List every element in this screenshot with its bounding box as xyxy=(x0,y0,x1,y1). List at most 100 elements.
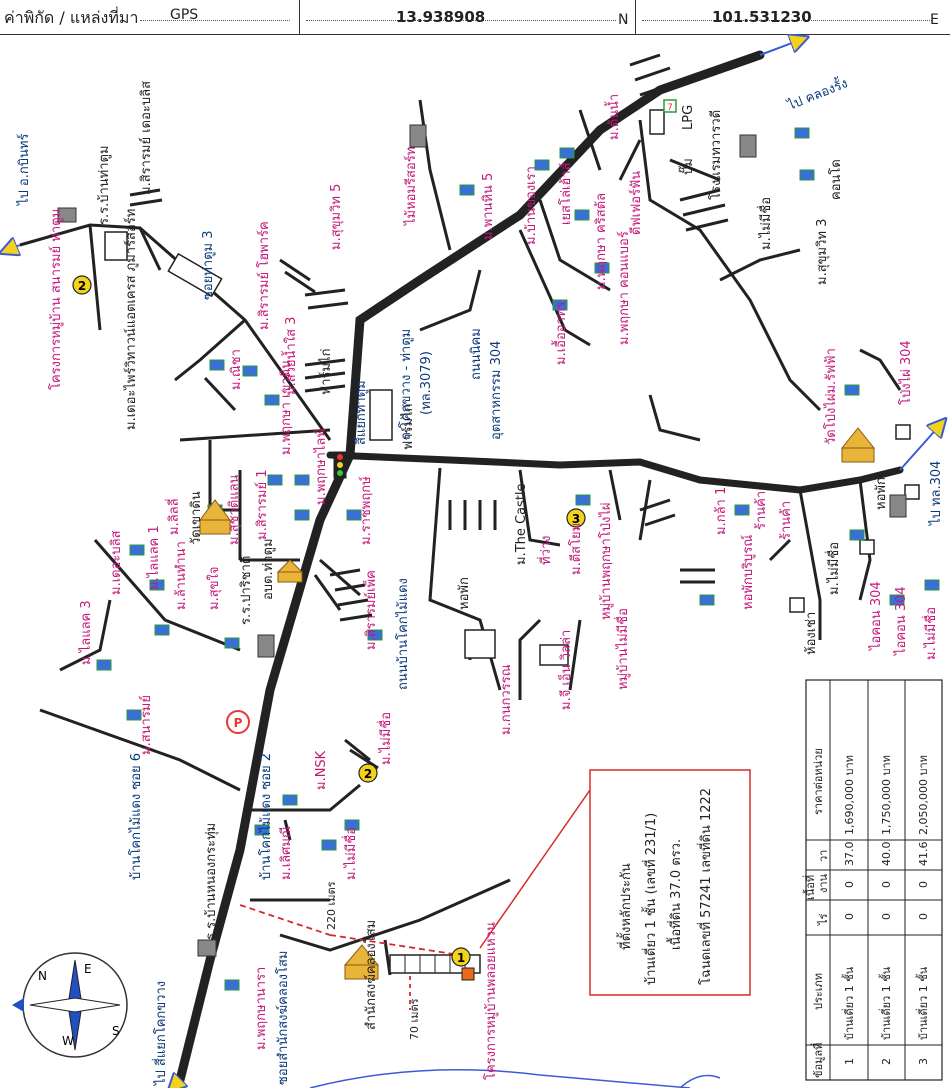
seven-eleven-icon: 7 xyxy=(663,99,677,113)
label: (ทล.3079) xyxy=(419,351,434,415)
table-header-no: ข้อมูลที่ xyxy=(810,1043,825,1078)
house-icon xyxy=(799,169,815,181)
label: หมู่บ้านไม่มีชื่อ xyxy=(614,608,631,690)
table-header-wa: วา xyxy=(817,850,830,862)
latitude-value: 13.938908 xyxy=(396,8,486,26)
label: ถนนนิคม xyxy=(469,328,484,380)
coord-source-cell: ค่าพิกัด / แหล่งที่มา GPS xyxy=(0,0,300,34)
longitude-suffix: E xyxy=(930,12,939,28)
house-icon xyxy=(321,839,337,851)
label: ม.ล้านทำนา xyxy=(174,541,189,610)
house-icon xyxy=(126,709,142,721)
label: ร.ร.บ้านหนองกระทุ่ม xyxy=(204,823,219,940)
label: ไอคอน 304 xyxy=(893,586,909,656)
house-icon xyxy=(264,394,280,406)
temple-icon xyxy=(199,499,231,535)
marker-2a xyxy=(72,275,92,295)
label: บ้านโคกไม้แดง ซอย 6 xyxy=(128,753,144,880)
school-icons xyxy=(57,124,907,957)
map-markers: 1 2 2 3 xyxy=(72,275,586,967)
school-icon xyxy=(889,494,907,518)
comparison-table: ข้อมูลที่ ประเภท เนื้อที่ ไร่ งาน วา ราค… xyxy=(802,679,943,1081)
compass-w: W xyxy=(62,1034,74,1048)
label: ร้านค้า xyxy=(779,501,794,540)
house-icon xyxy=(154,624,170,636)
row2-rai: 0 xyxy=(880,913,893,920)
label: ม.เอื้ออาทร xyxy=(551,302,569,365)
compass-e: E xyxy=(84,962,92,976)
house-icon xyxy=(574,209,590,221)
label: ม.สิรารมย์เพ็ค xyxy=(361,570,379,650)
row2-no: 2 xyxy=(880,1058,893,1065)
label: ไป สี่แยกโคกขวาง xyxy=(152,981,169,1086)
traffic-light-yellow xyxy=(337,462,343,468)
label: สี่แยกท่าตูม xyxy=(352,380,369,445)
main-highways xyxy=(175,50,904,1085)
label: ม.ไม่มีชื่อ xyxy=(757,197,774,250)
label: ม.ณิชา xyxy=(229,349,244,390)
house-icon xyxy=(209,359,225,371)
temple-icons xyxy=(199,427,876,980)
label: ม.สนารมย์ xyxy=(138,695,154,755)
compass-n: N xyxy=(38,969,47,983)
label: ม.เลิศมณี xyxy=(278,826,294,880)
label: ม.ไม่มีชื่อ xyxy=(342,827,359,880)
marker-2a-label: 2 xyxy=(78,279,86,293)
row3-no: 3 xyxy=(917,1058,930,1065)
label: วัดเขาดิน xyxy=(189,491,204,545)
traffic-light-green xyxy=(337,470,343,476)
compass-rose: N E S W xyxy=(12,952,128,1058)
label: ม.พฤกษาไลฟ์ xyxy=(313,428,329,505)
house-icon xyxy=(575,494,591,506)
row1-ngan: 0 xyxy=(843,881,856,888)
coordinate-header: ค่าพิกัด / แหล่งที่มา GPS 13.938908 N 10… xyxy=(0,0,950,35)
label: ม.ไม่มีชื่อ xyxy=(377,712,394,765)
table-header-price: ราคาต่อหน่วย xyxy=(812,748,825,815)
row3-rai: 0 xyxy=(917,913,930,920)
label: ร.ร.ปาริชาติ xyxy=(239,556,254,625)
dotted-line xyxy=(306,20,616,21)
row3-price: 2,050,000 บาท xyxy=(917,755,930,835)
school-icon xyxy=(739,134,757,158)
longitude-value: 101.531230 xyxy=(712,8,812,26)
house-icon xyxy=(924,579,940,591)
row2-wa: 40.0 xyxy=(880,842,893,867)
label: หอพักบริบูรณ์ xyxy=(740,535,756,610)
house-icon xyxy=(96,659,112,671)
direction-arrows xyxy=(8,40,940,1086)
row1-rai: 0 xyxy=(843,913,856,920)
house-icon xyxy=(594,262,610,274)
house-icon xyxy=(294,474,310,486)
temple-icon xyxy=(343,944,380,980)
row1-no: 1 xyxy=(843,1058,856,1065)
label: ม.สิรารมย์ เดอะบลิส xyxy=(138,81,154,195)
house-icon xyxy=(224,637,240,649)
label: ม.ไม่มีชื่อ xyxy=(922,607,939,660)
label: ฟาร์มไก่ xyxy=(400,404,416,450)
label: ดีฟเฟอร์ฟัน xyxy=(628,171,644,235)
temple-icon xyxy=(840,427,876,463)
latitude-suffix: N xyxy=(618,12,629,28)
label: ม.ไม่มีชื่อ xyxy=(825,542,842,595)
label: หมู่บ้านพฤกษาโป่งไผ่ xyxy=(598,503,614,621)
label: ไป อ.กบินทร์ xyxy=(16,134,32,206)
label: ม.บ้านของเรา xyxy=(524,166,539,245)
label: ร.ร.บ้านท่าตูม xyxy=(97,145,112,225)
label: เยสโล่เฮ้าส์ xyxy=(558,162,574,225)
dotted-line xyxy=(140,20,290,21)
label: ถนนบ้านโคกไม้แดง xyxy=(395,578,411,690)
info-line-1: ที่ตั้งหลักประกัน xyxy=(616,863,634,950)
row2-ngan: 0 xyxy=(880,881,893,888)
longitude-cell: 101.531230 E xyxy=(636,0,950,34)
label: ม.ตีสโยม xyxy=(568,523,584,575)
row1-wa: 37.0 xyxy=(843,842,856,867)
coord-label: ค่าพิกัด / แหล่งที่มา xyxy=(4,8,139,27)
label: คอนโด xyxy=(828,159,844,200)
label: ม.พฤกษานารา xyxy=(254,967,269,1050)
label: อุตสาหกรรม 304 xyxy=(489,341,504,440)
house-icon xyxy=(559,147,575,159)
label: ม.ต้นน้ำ xyxy=(604,94,622,140)
house-icon xyxy=(254,824,270,836)
marker-3 xyxy=(566,508,586,528)
house-icon xyxy=(794,127,810,139)
